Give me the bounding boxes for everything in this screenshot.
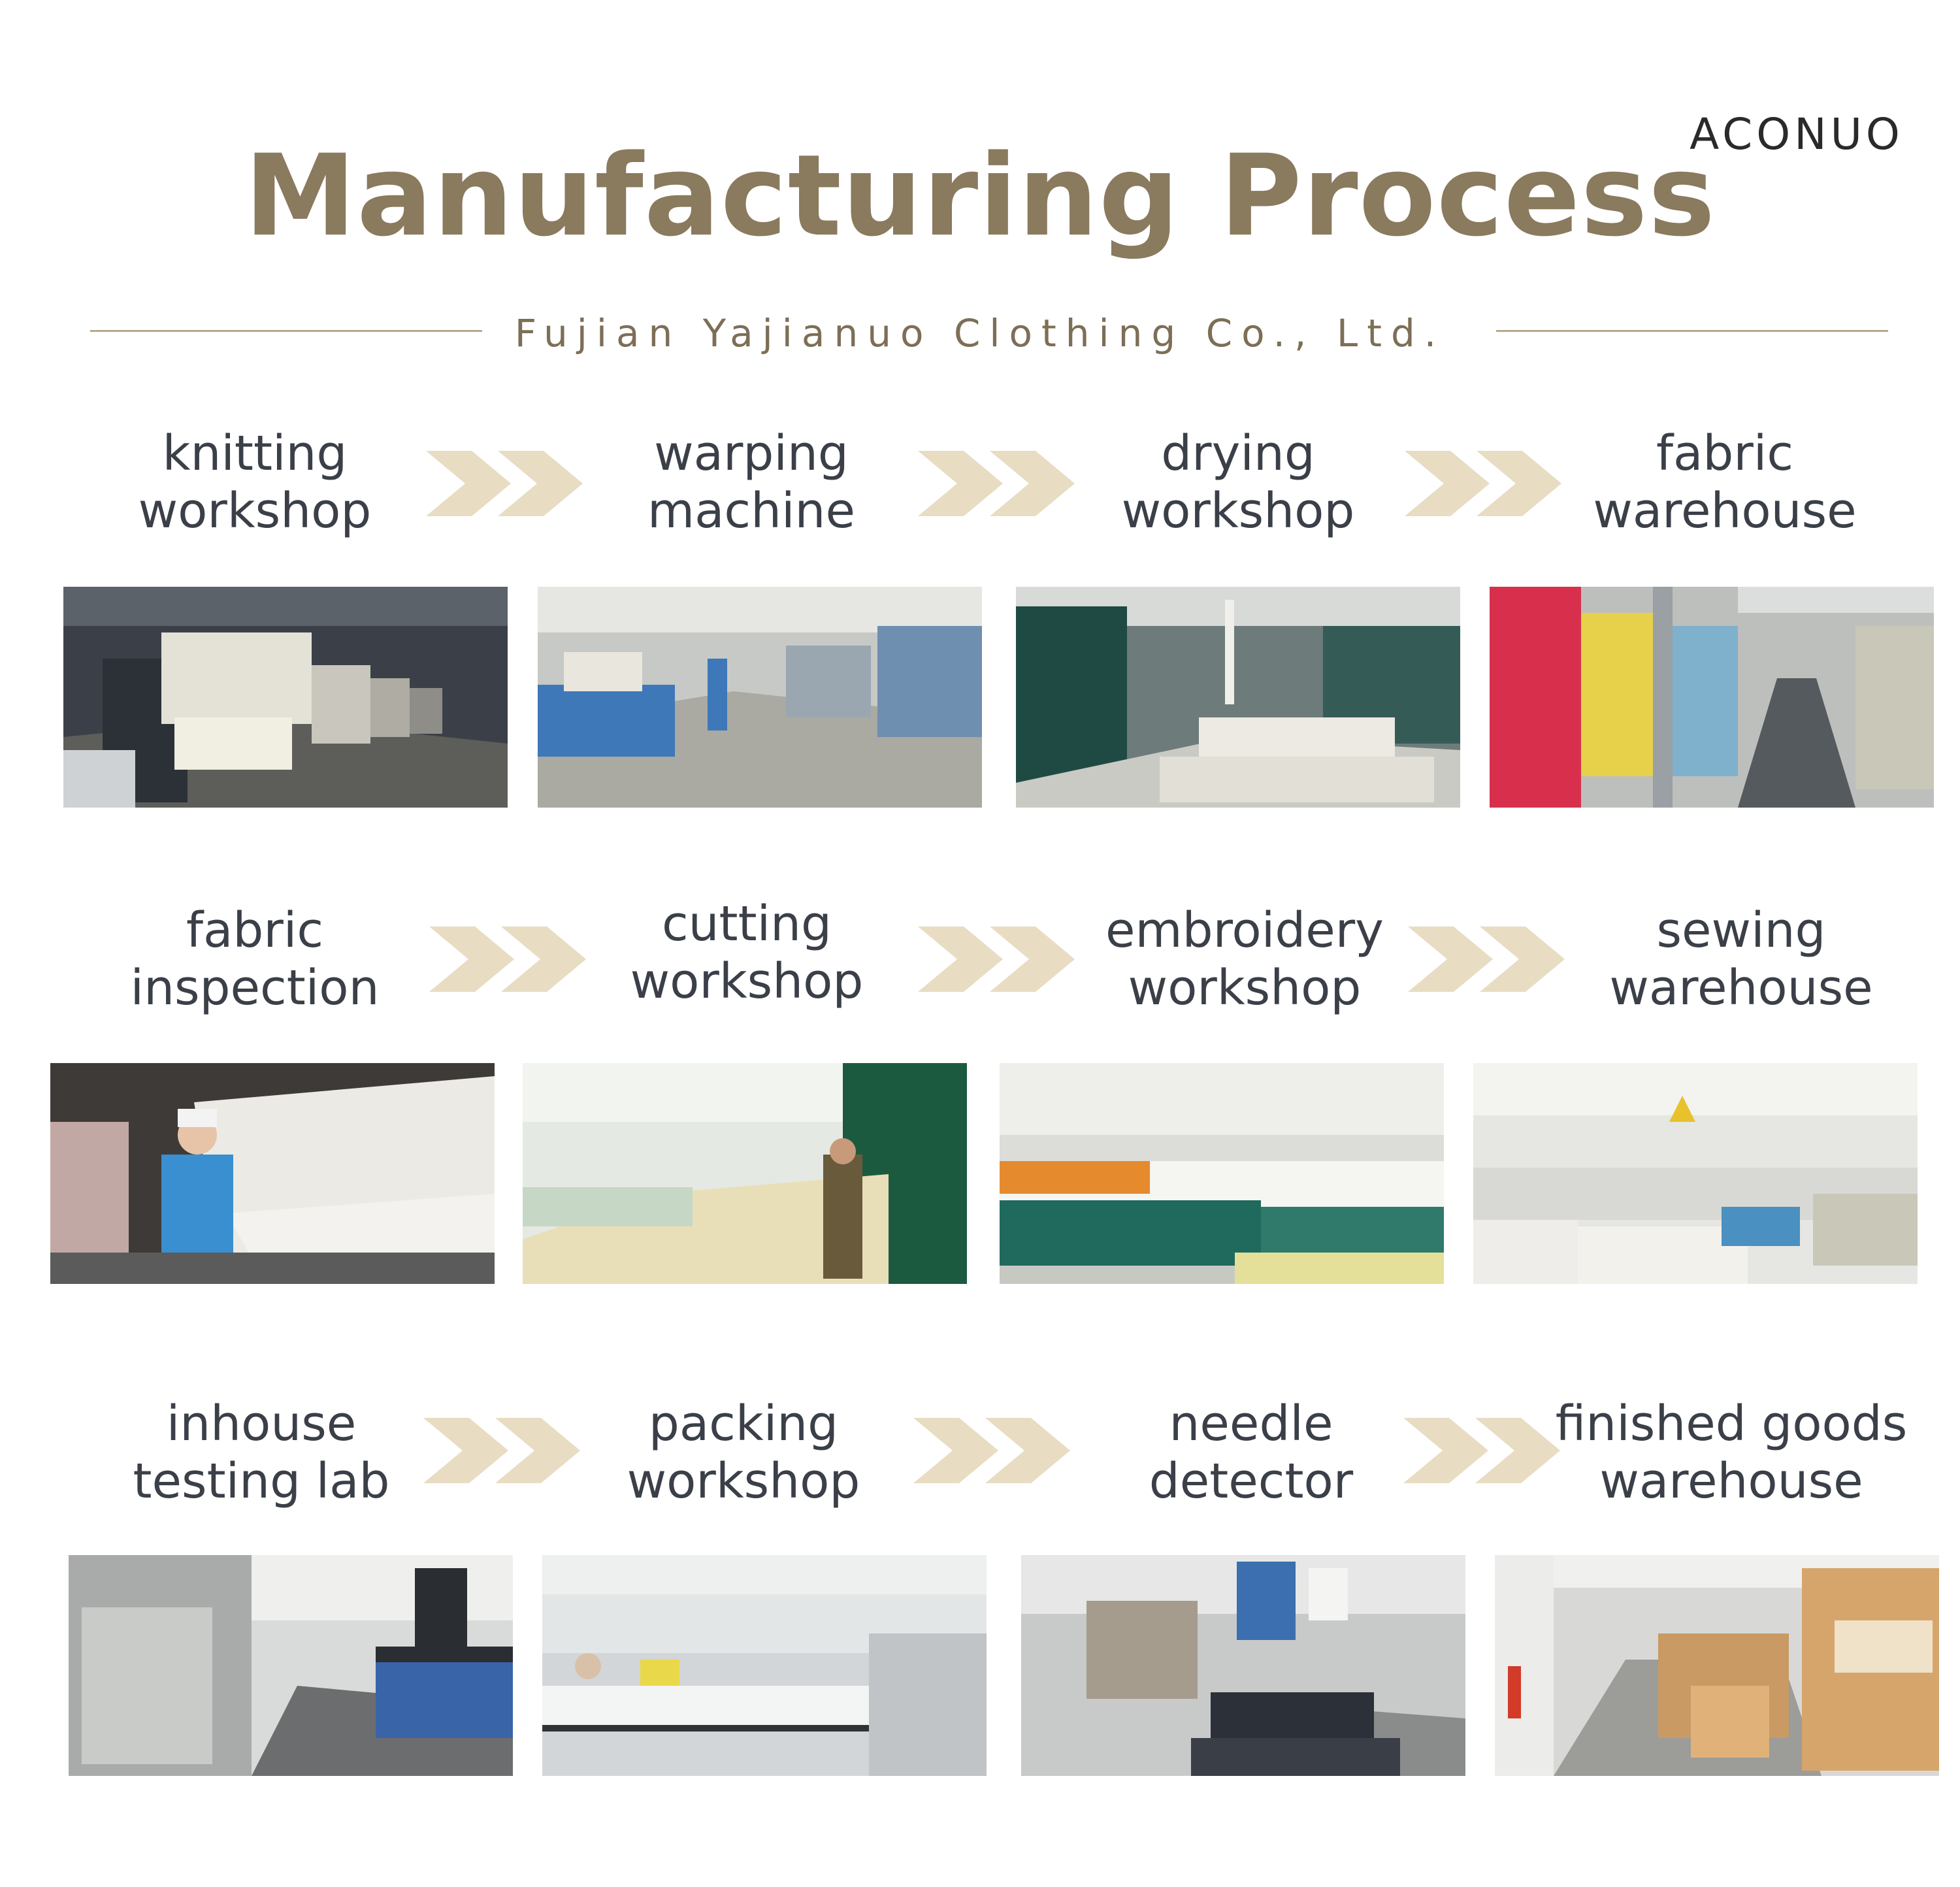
company-subtitle: Fujian Yajianuo Clothing Co., Ltd. [514,311,1446,355]
needle-detector-photo [1021,1555,1465,1776]
fabric-warehouse-photo [1490,587,1934,808]
brand-logo: ACONUO [1690,108,1904,159]
cutting-workshop-photo [523,1063,967,1284]
fabric-inspection-photo [50,1063,495,1284]
subtitle-rule-left [90,330,482,332]
chevron-arrow-icon [918,451,1075,516]
chevron-arrow-icon [1408,927,1565,992]
testing-lab-photo [69,1555,513,1776]
chevron-arrow-icon [426,451,583,516]
finished-goods-warehouse-photo [1495,1555,1939,1776]
packing-workshop-photo [542,1555,987,1776]
subtitle-rule-right [1496,330,1888,332]
chevron-arrow-icon [1403,1418,1560,1483]
chevron-arrow-icon [918,927,1075,992]
sewing-warehouse-photo [1473,1063,1918,1284]
chevron-arrow-icon [429,927,586,992]
chevron-arrow-icon [1405,451,1561,516]
warping-machine-photo [538,587,982,808]
chevron-arrow-icon [913,1418,1070,1483]
knitting-machines-photo [63,587,508,808]
page-title: Manufacturing Process [244,130,1716,261]
drying-workshop-photo [1016,587,1460,808]
embroidery-workshop-photo [1000,1063,1444,1284]
chevron-arrow-icon [423,1418,580,1483]
